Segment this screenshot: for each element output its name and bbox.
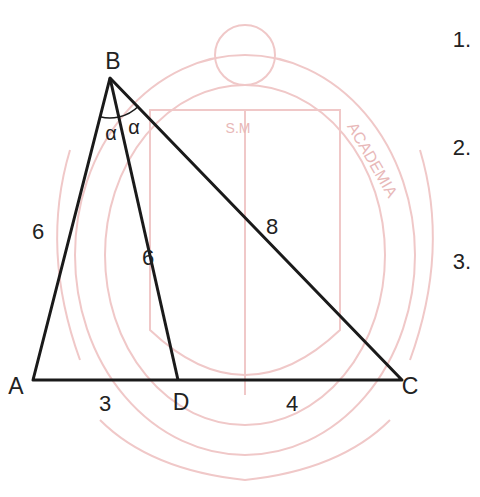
side-length: 6 (32, 221, 44, 243)
vertex-label: B (105, 50, 120, 73)
segment-length: 3 (99, 393, 111, 415)
side-length: 8 (266, 216, 278, 238)
angle-label: α (128, 117, 140, 137)
list-number: 2. (453, 137, 471, 159)
watermark-text: S.M (226, 121, 251, 135)
watermark-text: ACADEMIA (344, 120, 400, 200)
vertex-label: D (173, 391, 190, 414)
side-length: 6 (142, 247, 154, 269)
list-number: 3. (453, 251, 471, 273)
watermark-seal (57, 25, 433, 480)
list-number: 1. (453, 29, 471, 51)
angle-label: α (105, 123, 117, 143)
vertex-label: A (8, 375, 23, 398)
vertex-label: C (402, 375, 419, 398)
triangle-lines (33, 78, 402, 380)
segment-length: 4 (286, 393, 298, 415)
